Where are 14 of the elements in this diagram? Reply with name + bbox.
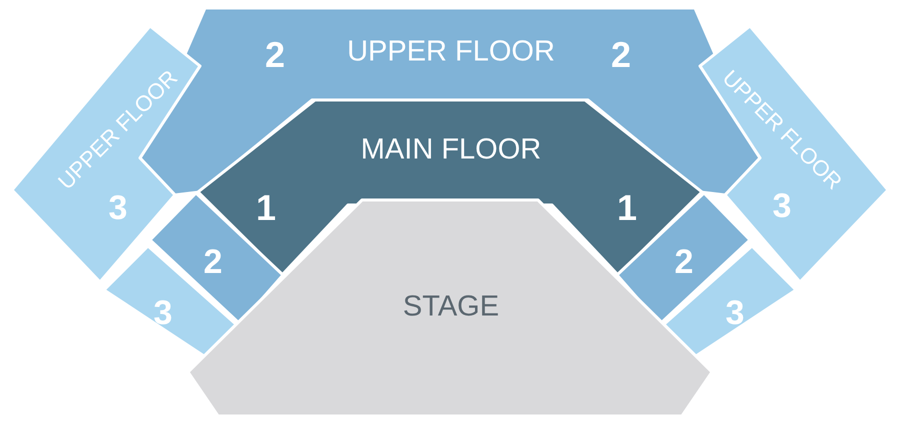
seating-section [198, 100, 702, 275]
section-label: UPPER FLOOR [347, 38, 555, 66]
section-number: 2 [204, 245, 222, 279]
section-number: 1 [256, 190, 276, 226]
section-number: 2 [264, 37, 286, 73]
section-number: 3 [108, 191, 128, 225]
section-number: 3 [726, 296, 744, 330]
section-number: 3 [772, 189, 792, 223]
section-number: 2 [610, 37, 632, 73]
section-label: MAIN FLOOR [360, 136, 542, 164]
section-number: 3 [154, 296, 172, 330]
section-number: 1 [616, 190, 638, 226]
section-label: STAGE [402, 292, 500, 322]
section-number: 2 [674, 245, 694, 279]
